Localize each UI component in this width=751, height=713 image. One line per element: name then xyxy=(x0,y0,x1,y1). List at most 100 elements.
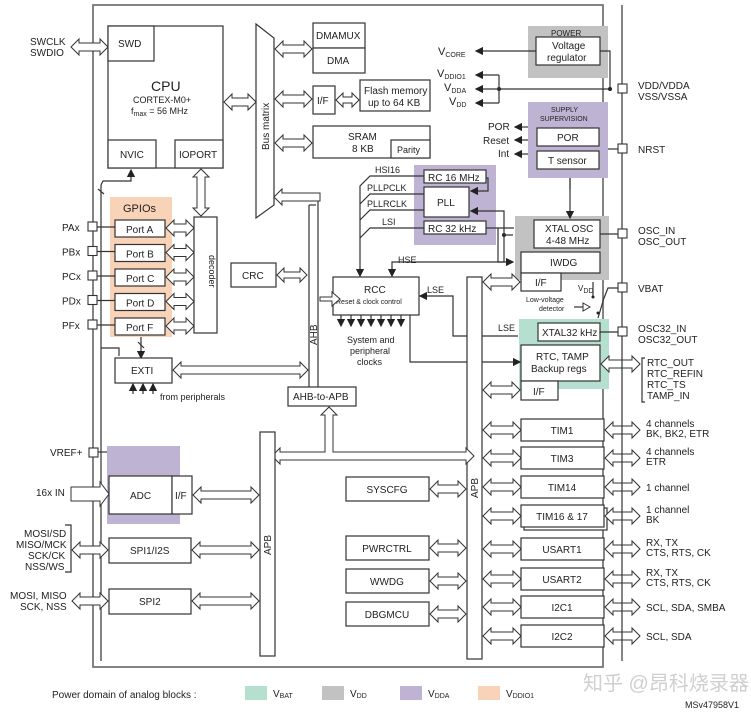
svg-text:SWCLK: SWCLK xyxy=(30,37,66,48)
periph-label: TIM1 xyxy=(551,426,574,437)
apb-periph-right: I2C1 SCL, SDA, SMBA xyxy=(482,595,726,619)
legend-label: VDDIO1 xyxy=(506,689,534,700)
legend-label: VDDA xyxy=(428,689,450,700)
rcc-clock-outputs xyxy=(336,315,406,328)
rtc-bus-arrow xyxy=(482,380,521,400)
legend-swatch xyxy=(478,686,500,700)
crc-block xyxy=(230,262,277,288)
vbat-switch xyxy=(597,287,618,319)
spi2-label: SPI2 xyxy=(139,597,161,608)
periph-bus-arrow xyxy=(482,569,522,589)
xtal-line2: 4-48 MHz xyxy=(546,236,589,247)
xtal-line1: XTAL OSC xyxy=(545,224,593,235)
flash-line1: Flash memory xyxy=(364,86,427,97)
periph-label: TIM3 xyxy=(551,454,574,465)
sram-line1: SRAM xyxy=(348,132,377,143)
periph-label: WWDG xyxy=(370,577,404,588)
pllrclk-label: PLLRCLK xyxy=(367,199,407,209)
rtc-if-block xyxy=(520,380,559,401)
periph-bus-arrow xyxy=(482,477,522,497)
ioport-decoder-arrow xyxy=(191,168,211,217)
spi1-pin-labels: MOSI/SD MISO/MCK SCK/CK NSS/WS xyxy=(16,529,67,573)
svg-text:RTC_TS: RTC_TS xyxy=(647,380,686,391)
vdd-pin-line2: VSS/VSSA xyxy=(638,92,688,103)
svg-text:TAMP_IN: TAMP_IN xyxy=(647,391,690,402)
nrst-label: NRST xyxy=(638,145,665,156)
spi1-pins-arrow xyxy=(71,540,109,560)
legend-label: VBAT xyxy=(273,689,293,700)
periph-label: I2C1 xyxy=(551,603,573,614)
apb-periph-left: SYSCFG xyxy=(345,476,467,502)
pll-block xyxy=(423,186,470,218)
por-block xyxy=(536,127,600,147)
osc32-out-label: OSC32_OUT xyxy=(638,335,697,346)
domain-vddio1-gpio xyxy=(110,197,172,337)
ahb-bus-arrow xyxy=(273,187,321,207)
iwdg-bus-arrow xyxy=(482,272,521,292)
rcc-block xyxy=(332,276,420,316)
ahb-to-apb-label: AHB-to-APB xyxy=(293,392,349,403)
spi2-pins-arrow xyxy=(71,591,109,611)
gpio-port-block xyxy=(114,292,166,312)
rcc-bus-arrow xyxy=(319,290,341,308)
periph-label: SYSCFG xyxy=(366,485,407,496)
xtal32-label: XTAL32 kHz xyxy=(542,328,597,339)
periph-pin-label: BK, BK2, ETR xyxy=(646,429,709,440)
osc32-pin xyxy=(617,326,628,337)
tsensor-block xyxy=(536,150,600,170)
periph-pin-label: RX, TX xyxy=(646,538,678,549)
out-int: Int xyxy=(498,149,509,160)
iwdg-label: IWDG xyxy=(550,258,577,269)
svg-text:NSS/WS: NSS/WS xyxy=(25,562,65,573)
decoder-block xyxy=(193,216,218,334)
bus-matrix xyxy=(255,22,275,220)
spi2-block xyxy=(108,588,192,615)
rcc-title: RCC xyxy=(364,285,386,296)
svg-text:RTC_OUT: RTC_OUT xyxy=(647,358,694,369)
periph-bus-arrow xyxy=(482,506,522,526)
gpio-port-label: Port B xyxy=(126,250,154,261)
periph-label: PWRCTRL xyxy=(362,544,412,555)
apb-periph-left: WWDG xyxy=(345,568,467,594)
regulator-line1: Voltage xyxy=(552,41,586,52)
periph-pin-label: CTS, RTS, CK xyxy=(646,578,711,589)
vdd-pin xyxy=(617,83,628,94)
periph-block xyxy=(520,624,605,648)
gpio-pin xyxy=(87,270,98,281)
exti-bus-arrow xyxy=(172,360,309,380)
legend-title: Power domain of analog blocks : xyxy=(52,690,197,701)
legend-swatch xyxy=(400,686,422,700)
vdd-label: VDD xyxy=(449,96,466,109)
nrst-pin xyxy=(617,143,628,154)
lvd-vdd-label: VDD xyxy=(578,284,593,295)
gpio-port-block xyxy=(114,268,166,287)
gpio-pin-label: PFx xyxy=(62,321,80,332)
crc-label: CRC xyxy=(242,271,264,282)
swd-block xyxy=(107,25,155,62)
periph-bus-arrow xyxy=(429,538,467,558)
crc-bus-arrow xyxy=(276,266,308,284)
legend-item: VBAT xyxy=(245,686,293,700)
periph-pin-label: SCL, SDA, SMBA xyxy=(646,603,726,614)
legend-swatch xyxy=(245,686,267,700)
periph-block xyxy=(520,537,605,561)
spi1-block xyxy=(108,537,192,564)
xtal-osc-block xyxy=(533,219,601,249)
cpu-core: CORTEX-M0+ xyxy=(133,95,191,105)
periph-bus-arrow xyxy=(482,448,522,468)
pllpclk-label: PLLPCLK xyxy=(367,183,407,193)
apb-left-label: APB xyxy=(263,535,274,555)
ioport-block xyxy=(174,139,224,169)
flash-block xyxy=(359,79,431,112)
gpio-port-block xyxy=(114,219,166,238)
ahb-label: AHB xyxy=(309,324,320,345)
por-label: POR xyxy=(557,133,579,144)
apb-bus-left xyxy=(259,431,276,657)
gpio-port-block xyxy=(114,243,166,263)
periph-block xyxy=(345,535,430,561)
